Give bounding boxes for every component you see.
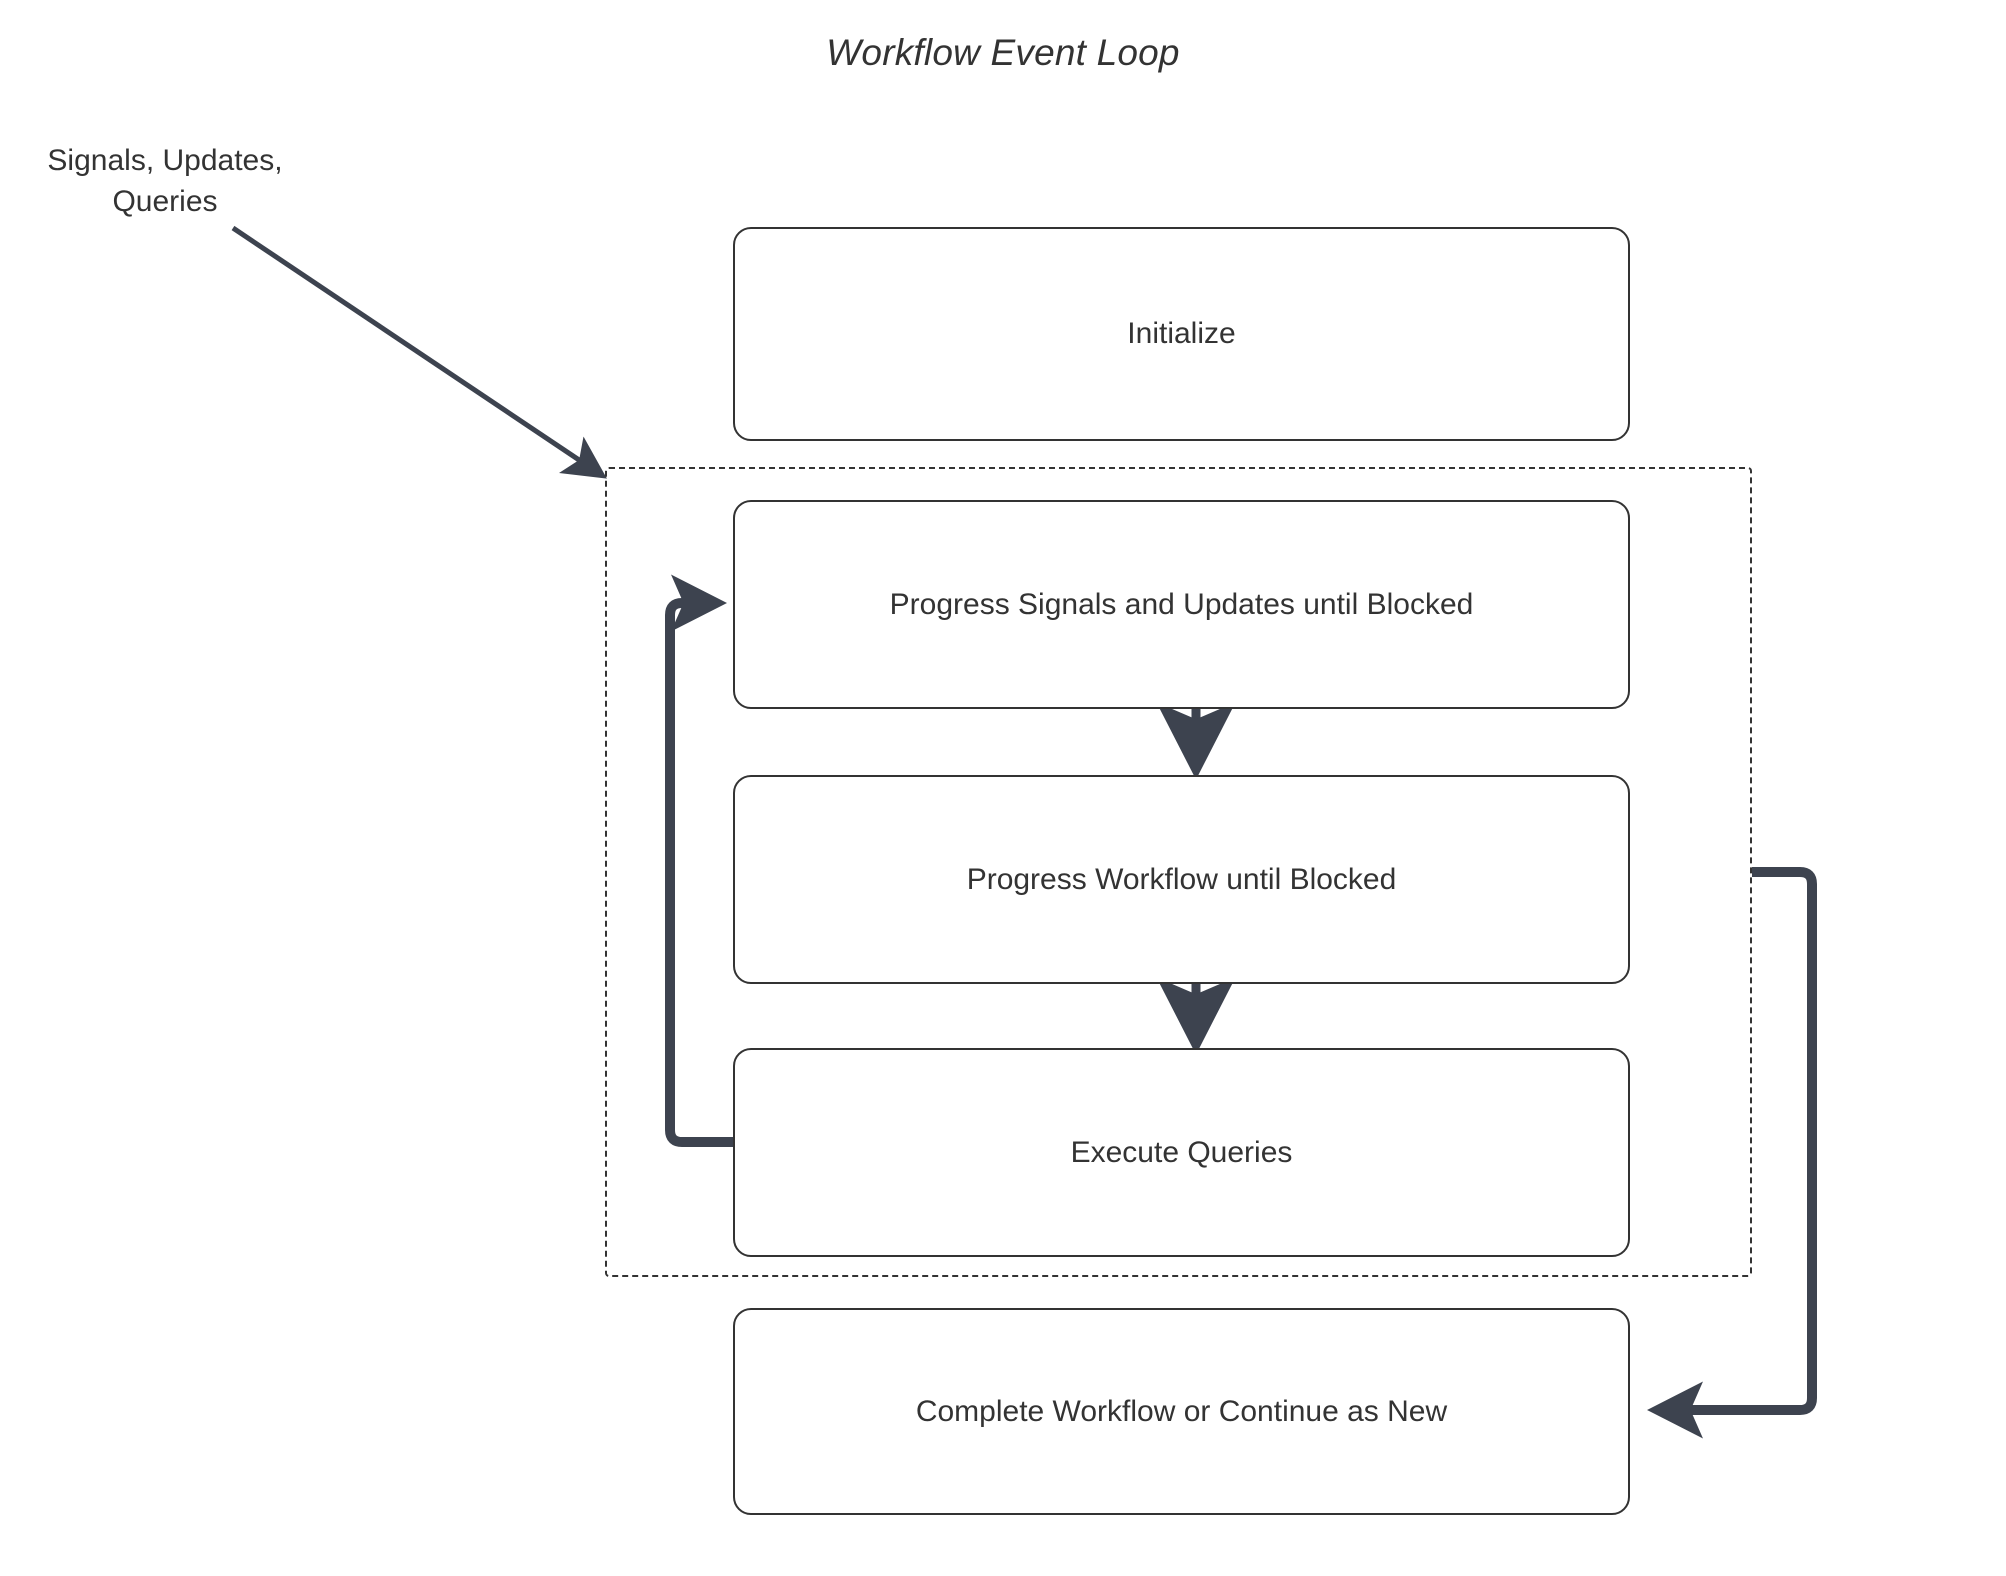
node-execute-queries[interactable]: Execute Queries xyxy=(733,1048,1630,1257)
node-progress-workflow-label: Progress Workflow until Blocked xyxy=(966,862,1397,896)
page-title: Workflow Event Loop xyxy=(826,32,1180,73)
node-initialize[interactable]: Initialize xyxy=(733,227,1630,441)
node-initialize-label: Initialize xyxy=(1127,317,1236,350)
edge-signals-to-loop xyxy=(231,225,607,479)
event-loop-dashed-region xyxy=(605,467,1752,1277)
node-progress-signals-updates-label: Progress Signals and Updates until Block… xyxy=(889,587,1474,621)
node-progress-workflow[interactable]: Progress Workflow until Blocked xyxy=(733,775,1630,984)
node-progress-signals-updates[interactable]: Progress Signals and Updates until Block… xyxy=(733,500,1630,709)
external-label-signals-updates-queries: Signals, Updates, Queries xyxy=(47,144,283,218)
node-complete-or-continue[interactable]: Complete Workflow or Continue as New xyxy=(733,1308,1630,1515)
node-execute-queries-label: Execute Queries xyxy=(1070,1135,1293,1169)
node-complete-or-continue-label: Complete Workflow or Continue as New xyxy=(915,1394,1448,1428)
